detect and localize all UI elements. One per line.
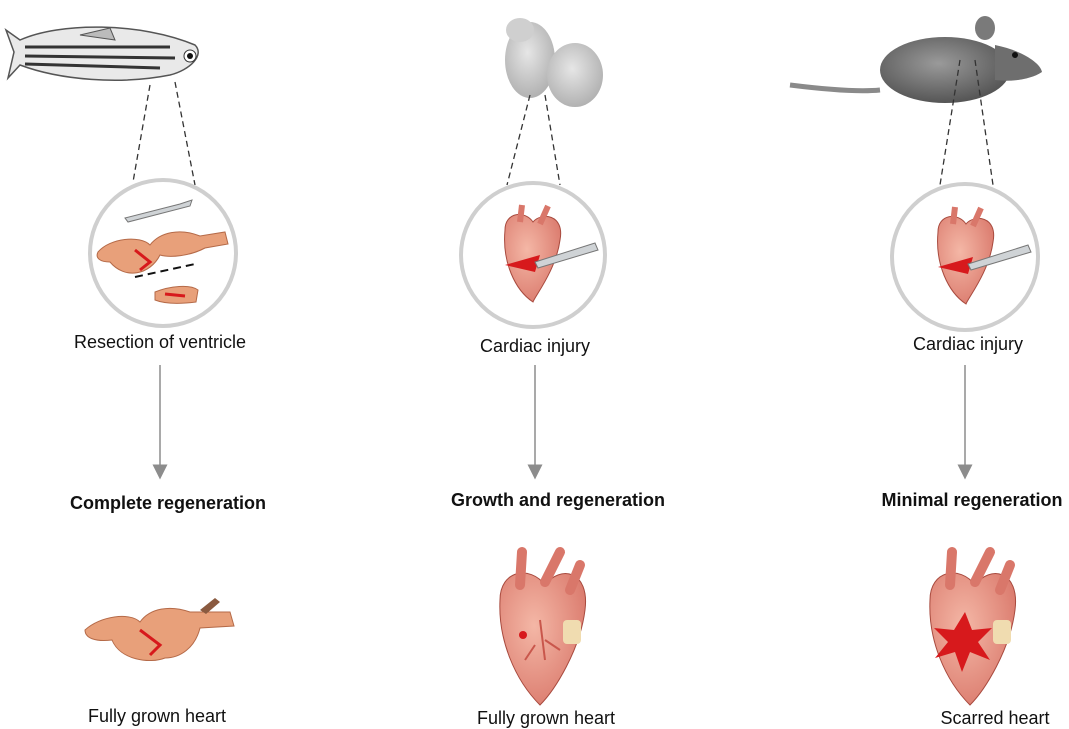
zebrafish-icon (6, 27, 198, 80)
healthy-heart-icon (500, 552, 586, 705)
zoom-circle (892, 184, 1038, 330)
zoom-circle (461, 183, 605, 327)
procedure-label: Cardiac injury (913, 334, 1023, 355)
neonatal-mouse-icon (505, 18, 603, 107)
result-label: Scarred heart (940, 708, 1049, 729)
adult-mouse-icon (790, 16, 1042, 103)
result-label: Fully grown heart (477, 708, 615, 729)
scarred-heart-icon (930, 552, 1016, 705)
procedure-label: Resection of ventricle (74, 332, 246, 353)
zoom-circle (90, 180, 236, 326)
outcome-label: Complete regeneration (70, 493, 266, 514)
regenerated-fish-heart-icon (85, 598, 234, 661)
zoom-lines (507, 95, 560, 185)
zoom-lines (133, 82, 195, 185)
result-label: Fully grown heart (88, 706, 226, 727)
procedure-label: Cardiac injury (480, 336, 590, 357)
outcome-label: Minimal regeneration (881, 490, 1062, 511)
outcome-label: Growth and regeneration (451, 490, 665, 511)
